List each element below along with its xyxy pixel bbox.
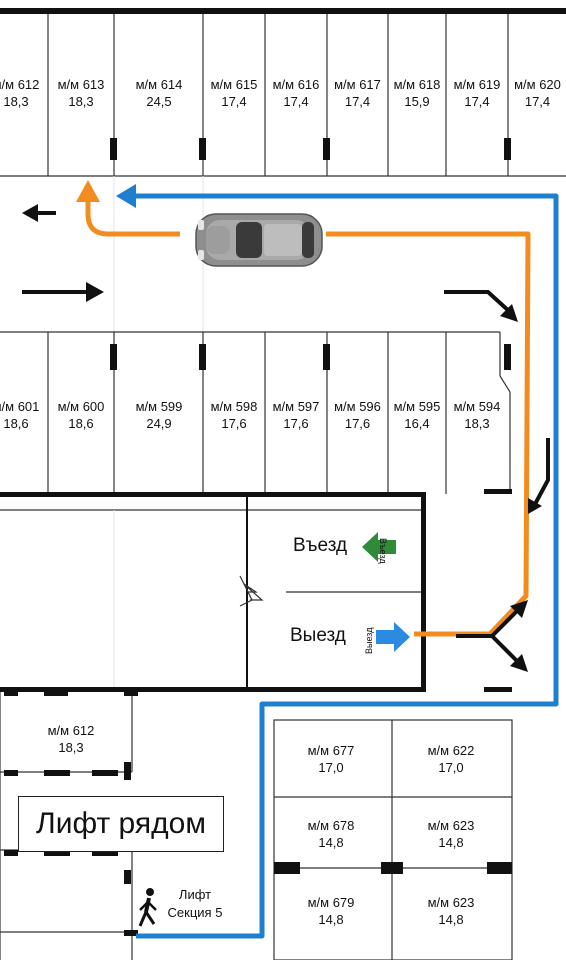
ramp-curve-arrow <box>532 438 550 507</box>
blue-route <box>130 193 559 939</box>
ramp-curve-arrowhead <box>528 498 542 514</box>
split-arrowhead-down <box>510 654 528 672</box>
ramp-divider <box>0 509 421 607</box>
arrow-turn-down-head <box>500 304 518 322</box>
split-arrows <box>456 608 520 664</box>
exit-small-label: Выезд <box>364 627 374 654</box>
arrow-left-icon <box>22 204 56 222</box>
entry-label: Въезд <box>293 535 348 556</box>
car-icon <box>195 213 323 267</box>
exit-label: Выезд <box>290 625 346 646</box>
split-arrowhead-up <box>510 600 528 618</box>
arrow-right-icon <box>22 282 104 302</box>
orange-route <box>326 231 531 637</box>
top-row-columns <box>110 138 511 160</box>
lift-nearby-label: Лифт рядом <box>18 796 224 852</box>
entry-arrow-icon <box>362 532 396 562</box>
orange-route-arrowhead <box>76 180 100 202</box>
walking-person-icon <box>138 888 157 927</box>
top-wall <box>0 8 566 14</box>
ramp-walls <box>0 489 512 692</box>
middle-row-lines <box>0 331 511 494</box>
blue-route-arrowhead <box>116 184 136 208</box>
orange-route-turn <box>85 200 180 237</box>
arrow-turn-down-icon <box>444 290 512 314</box>
middle-row-columns <box>110 344 511 370</box>
right-block-columns <box>274 862 512 874</box>
entry-small-label: Въезд <box>378 538 388 564</box>
lower-left-columns <box>4 690 138 936</box>
exit-arrow-icon <box>376 622 410 652</box>
